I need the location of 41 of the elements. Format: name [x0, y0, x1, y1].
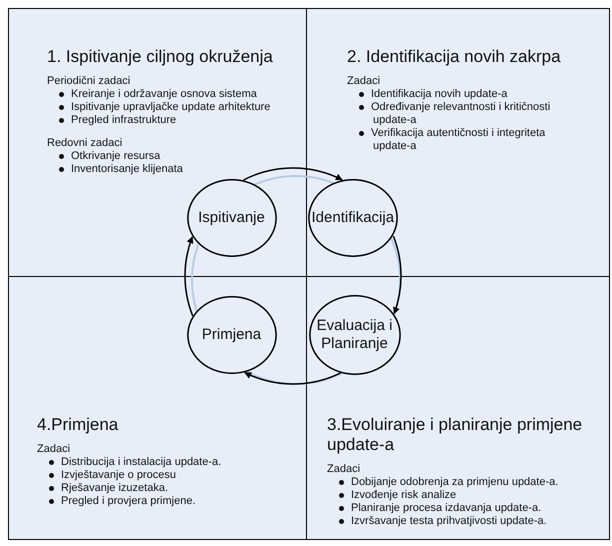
- bullet-item: Inventorisanje klijenata: [47, 163, 302, 176]
- bullet-item: Rješavanje izuzetaka.: [37, 482, 292, 495]
- phase-circle: [308, 294, 400, 374]
- bullet-item: Određivanje relevantnosti i kritičnosti update-a: [347, 101, 577, 127]
- bullet-item: Planiranje procesa izdavanja update-a.: [327, 502, 597, 515]
- section-heading: 2. Identifikacija novih zakrpa: [347, 47, 562, 67]
- bullet-item: Izvršavanje testa prihvatjivosti update-a.: [327, 515, 597, 528]
- bullet-item: Verifikacija autentičnosti i integriteta update-a: [347, 127, 577, 153]
- bullet-item: Identifikacija novih update-a: [347, 88, 577, 101]
- bullet-item: Izvođenje risk analize: [327, 489, 597, 502]
- bullet-item: Ispitivanje upravljačke update arhitekture: [47, 101, 302, 114]
- task-group-heading: Zadaci: [347, 75, 382, 88]
- quadrant-panel: [8, 276, 308, 540]
- section-heading: 3.Evoluiranje i planiranje primjene update-a: [327, 415, 584, 455]
- section-heading: 1. Ispitivanje ciljnog okruženja: [47, 47, 274, 67]
- phase-circle: [186, 296, 276, 374]
- phase-label: Evaluacija i Planiranje: [316, 316, 394, 352]
- bullet-item: Pregled i provjera primjene.: [37, 495, 292, 508]
- task-group-heading: Periodični zadaci: [47, 75, 132, 88]
- phase-label: Ispitivanje: [198, 208, 265, 226]
- phase-circle: [308, 178, 398, 256]
- bullet-item: Kreiranje i održavanje osnova sistema: [47, 88, 302, 101]
- quadrant-panel: [306, 276, 610, 540]
- task-group-heading: Zadaci: [327, 463, 362, 476]
- quadrant-panel: [306, 8, 610, 278]
- bullet-item: Pregled infrastrukture: [47, 114, 302, 127]
- cycle-arrow: [184, 236, 194, 316]
- bullet-item: Izvještavanje o procesu: [37, 469, 292, 482]
- cycle-arrow: [243, 167, 343, 181]
- phase-circle: [186, 178, 276, 256]
- quadrant-panel: [8, 8, 308, 278]
- phase-label: Identifikacija: [312, 208, 394, 226]
- cycle-arrow: [244, 372, 341, 385]
- task-group-heading: Redovni zadaci: [47, 137, 124, 150]
- task-group-heading: Zadaci: [37, 443, 72, 456]
- bullet-item: Distribucija i instalacija update-a.: [37, 456, 292, 469]
- cycle-arrow: [392, 236, 402, 314]
- bullet-item: Dobijanje odobrenja za primjenu update-a.: [327, 476, 597, 489]
- bullet-item: Otkrivanje resursa: [47, 150, 302, 163]
- phase-label: Primjena: [202, 326, 262, 344]
- section-heading: 4.Primjena: [37, 415, 120, 435]
